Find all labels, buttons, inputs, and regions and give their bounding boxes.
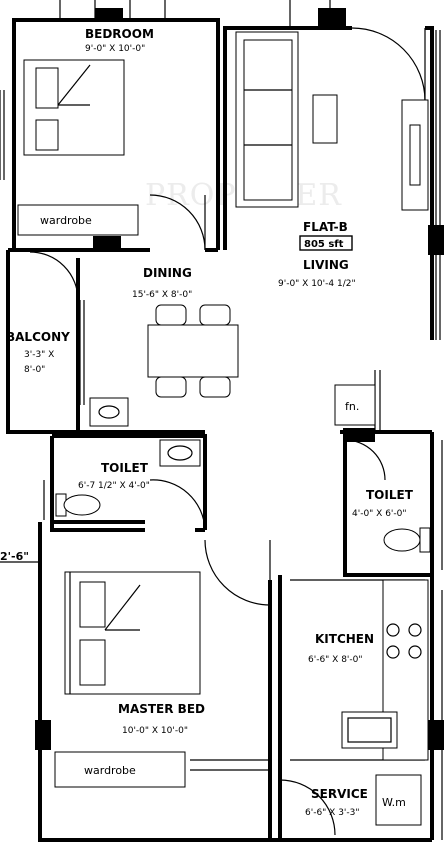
toilet-1-dim: 6'-7 1/2" X 4'-0" (78, 481, 150, 491)
toilet-1-basin (159, 439, 201, 467)
bedroom-dim: 9'-0" X 10'-0" (85, 44, 145, 54)
columns (35, 8, 444, 750)
wardrobe-1-label: wardrobe (40, 214, 92, 227)
wash-basin (89, 397, 129, 427)
walls (6, 18, 434, 842)
hob (386, 623, 422, 659)
coffee-table (312, 94, 338, 144)
dining-name: DINING (143, 266, 192, 280)
balcony-dim-2: 8'-0" (24, 365, 45, 375)
toilet-2-dim: 4'-0" X 6'-0" (352, 509, 407, 519)
kitchen-dim: 6'-6" X 8'-0" (308, 655, 363, 665)
washing-machine (375, 774, 422, 826)
living-dim: 9'-0" X 10'-4 1/2" (278, 279, 356, 289)
master-bed-dim: 10'-0" X 10'-0" (122, 726, 188, 736)
bedroom-name: BEDROOM (85, 27, 154, 41)
fridge (334, 384, 376, 426)
dining-set (147, 304, 239, 398)
wardrobe-2-label: wardrobe (84, 764, 136, 777)
fridge-label: fn. (345, 400, 359, 413)
sofa (235, 31, 299, 208)
wc-2 (383, 527, 431, 553)
tv-unit-inner (409, 124, 421, 186)
bed-master (64, 571, 201, 695)
wc-1 (55, 493, 101, 517)
flat-name: FLAT-B (303, 220, 348, 234)
toilet-1-name: TOILET (101, 461, 149, 475)
washing-machine-label: W.m (382, 796, 406, 809)
toilet-2-name: TOILET (366, 488, 414, 502)
master-bed-name: MASTER BED (118, 702, 205, 716)
dining-dim: 15'-6" X 8'-0" (132, 290, 192, 300)
kitchen-name: KITCHEN (315, 632, 374, 646)
bed-bedroom (23, 59, 125, 156)
service-name: SERVICE (311, 787, 368, 801)
wardrobe-2 (54, 751, 186, 788)
balcony-name: BALCONY (6, 330, 70, 344)
door-swings (29, 27, 426, 836)
living-name: LIVING (303, 258, 349, 272)
service-dim: 6'-6" X 3'-3" (305, 808, 360, 818)
edge-dimension: 2'-6" (0, 550, 29, 563)
wardrobe-1 (17, 204, 139, 236)
balcony-dim-1: 3'-3" X (24, 350, 54, 360)
flat-area: 805 sft (304, 239, 344, 250)
